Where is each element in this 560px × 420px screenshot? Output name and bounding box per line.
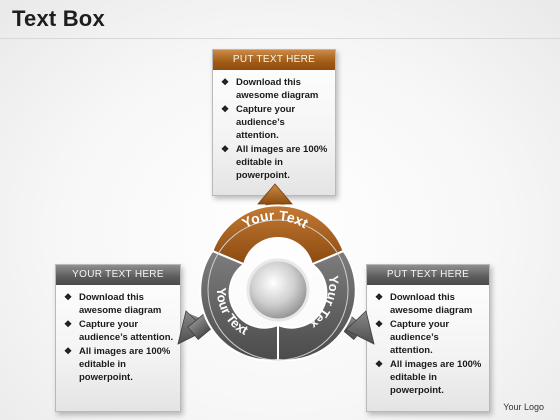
bullet-item: ❖ Download this awesome diagram — [373, 291, 483, 317]
bullet-item: ❖ Download this awesome diagram — [62, 291, 174, 317]
bullet-item: ❖ All images are 100% editable in powerpo… — [219, 143, 329, 182]
text-box-left-bullets: ❖ Download this awesome diagram ❖ Capture … — [56, 285, 180, 384]
bullet-text: Download this awesome diagram — [236, 77, 319, 101]
bullet-item: ❖ Capture your audience’s attention. — [373, 318, 483, 357]
bullet-text: Capture your audience’s attention. — [390, 319, 450, 356]
bullet-icon: ❖ — [64, 346, 73, 356]
bullet-icon: ❖ — [375, 319, 384, 329]
segment-left — [199, 249, 279, 362]
bullet-icon: ❖ — [375, 359, 384, 369]
bullet-item: ❖ All images are 100% editable in powerpo… — [373, 358, 483, 397]
title-divider — [0, 38, 560, 39]
bullet-text: All images are 100% editable in powerpoi… — [79, 346, 171, 383]
text-box-right: PUT TEXT HERE ❖ Download this awesome dia… — [366, 264, 490, 412]
bullet-item: ❖ Download this awesome diagram — [219, 76, 329, 102]
cycle-ring — [199, 204, 357, 362]
text-box-right-header: PUT TEXT HERE — [367, 265, 489, 285]
bullet-icon: ❖ — [64, 292, 73, 302]
bullet-text: All images are 100% editable in powerpoi… — [390, 359, 482, 396]
bullet-icon: ❖ — [221, 104, 230, 114]
text-box-left: YOUR TEXT HERE ❖ Download this awesome di… — [55, 264, 181, 412]
text-box-top-header: PUT TEXT HERE — [213, 50, 335, 70]
text-box-left-header: YOUR TEXT HERE — [56, 265, 180, 285]
segment-top — [211, 204, 345, 266]
bullet-icon: ❖ — [64, 319, 73, 329]
text-box-top-bullets: ❖ Download this awesome diagram ❖ Capture … — [213, 70, 335, 182]
bullet-item: ❖ All images are 100% editable in powerpo… — [62, 345, 174, 384]
bullet-item: ❖ Capture your audience’s attention. — [219, 103, 329, 142]
bullet-item: ❖ Capture your audience’s attention. — [62, 318, 174, 344]
bullet-text: All images are 100% editable in powerpoi… — [236, 144, 328, 181]
text-box-top: PUT TEXT HERE ❖ Download this awesome dia… — [212, 49, 336, 196]
bullet-icon: ❖ — [221, 144, 230, 154]
hub-sphere — [246, 258, 310, 322]
logo-text: Your Logo — [503, 402, 544, 412]
bullet-icon: ❖ — [375, 292, 384, 302]
text-box-right-bullets: ❖ Download this awesome diagram ❖ Capture … — [367, 285, 489, 397]
bullet-text: Download this awesome diagram — [390, 292, 473, 316]
bullet-text: Capture your audience’s attention. — [79, 319, 174, 343]
slide-title: Text Box — [12, 6, 105, 31]
bullet-icon: ❖ — [221, 77, 230, 87]
bullet-text: Download this awesome diagram — [79, 292, 162, 316]
bullet-text: Capture your audience’s attention. — [236, 104, 296, 141]
